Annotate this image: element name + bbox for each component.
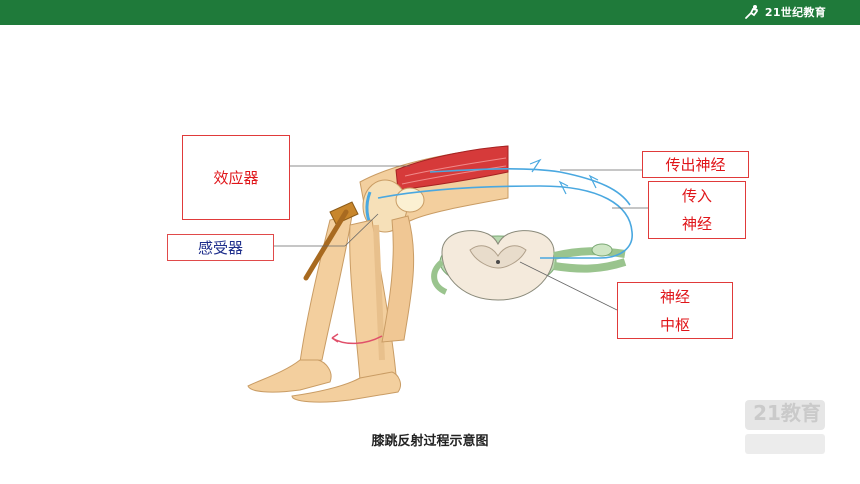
- top-bar: 21世纪教育: [0, 0, 860, 25]
- brand-text: 21世纪教育: [764, 6, 826, 19]
- label-effector: 效应器: [182, 135, 290, 220]
- center-line-1: 神经: [659, 287, 690, 306]
- spinal-cord-section: [431, 230, 627, 301]
- quadriceps-muscle: [395, 145, 509, 191]
- label-afferent-nerve: 传入 神经: [648, 181, 746, 239]
- watermark: [745, 400, 825, 454]
- label-efferent-nerve: 传出神经: [642, 151, 749, 178]
- leg-illustration: [247, 145, 509, 403]
- nerve-pathways: [377, 158, 633, 259]
- afferent-line-2: 神经: [681, 215, 712, 233]
- efferent-nerve-path: [429, 168, 631, 206]
- brand-logo: 21世纪教育: [742, 3, 826, 21]
- watermark-logo: 21教育: [742, 398, 832, 458]
- figure-caption: 膝跳反射过程示意图: [371, 434, 489, 449]
- label-nerve-center: 神经 中枢: [617, 282, 733, 339]
- afferent-line-1: 传入: [681, 187, 712, 205]
- runner-icon: [744, 5, 758, 19]
- afferent-nerve-path: [377, 185, 633, 259]
- label-receptor: 感受器: [167, 234, 274, 261]
- leader-lines: [272, 165, 648, 311]
- watermark-text: 21教育: [753, 401, 821, 425]
- reflex-hammer: [303, 201, 359, 281]
- center-line-2: 中枢: [659, 315, 690, 334]
